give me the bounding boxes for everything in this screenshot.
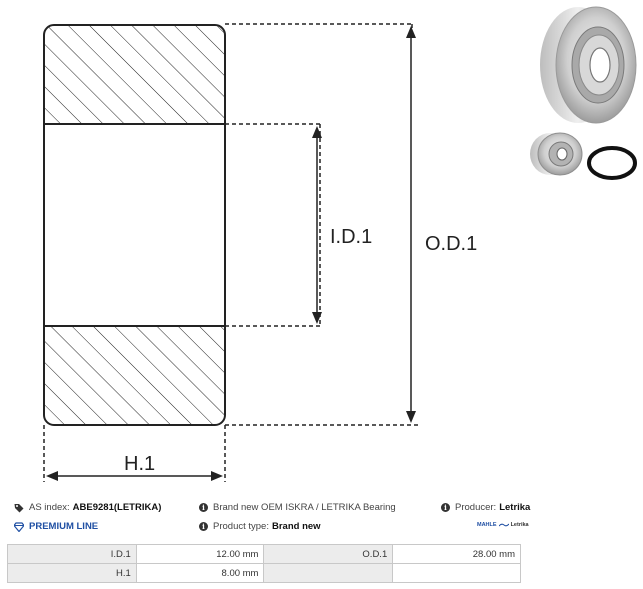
product-type-label: Product type: <box>213 521 269 532</box>
diamond-icon <box>14 521 24 532</box>
spec-label: I.D.1 <box>7 544 137 564</box>
wave-washer-photo <box>587 146 637 180</box>
brand-logos: MAHLE Letrika <box>477 522 529 528</box>
brand-new-text: Brand new OEM ISKRA / LETRIKA Bearing <box>213 502 396 513</box>
bearing-cross-section-diagram: I.D.1 O.D.1 H.1 <box>43 6 637 482</box>
spec-label: H.1 <box>7 563 137 583</box>
od-label: O.D.1 <box>425 233 477 255</box>
spec-value: 8.00 mm <box>135 563 265 583</box>
producer-value: Letrika <box>499 502 531 513</box>
producer-label: Producer: <box>455 502 497 513</box>
table-row: I.D.1 12.00 mm O.D.1 28.00 mm <box>7 544 521 564</box>
premium-line-text: PREMIUM LINE <box>29 521 99 532</box>
table-row: H.1 8.00 mm <box>7 563 521 583</box>
info-icon: i <box>441 503 450 512</box>
as-index-value: ABE9281(LETRIKA) <box>72 502 162 513</box>
spec-table: I.D.1 12.00 mm O.D.1 28.00 mm H.1 8.00 m… <box>7 544 521 583</box>
bearing-outline <box>43 24 226 426</box>
mahle-logo: MAHLE <box>477 522 497 528</box>
spec-label: O.D.1 <box>263 544 394 564</box>
od-dimension-arrow <box>406 26 416 423</box>
id-dimension-arrow <box>312 126 322 324</box>
info-icon: i <box>199 503 208 512</box>
as-index-label: AS index: <box>29 502 70 513</box>
product-type-row: i Product type: Brand new <box>199 521 321 532</box>
info-icon: i <box>199 522 208 531</box>
hatched-top-section <box>44 25 225 124</box>
producer-row: i Producer: Letrika <box>441 502 530 513</box>
logo-wave-icon <box>498 523 509 527</box>
spec-label <box>263 563 394 583</box>
brand-new-row: i Brand new OEM ISKRA / LETRIKA Bearing <box>199 502 396 513</box>
h-dimension-arrow <box>46 471 223 481</box>
tag-icon <box>14 503 24 512</box>
as-index-row: AS index: ABE9281(LETRIKA) <box>14 502 161 513</box>
hatched-bottom-section <box>44 326 225 425</box>
bearing-photo <box>540 6 637 124</box>
spec-value: 28.00 mm <box>392 544 521 564</box>
extension-lines <box>43 23 418 482</box>
spec-value <box>392 563 521 583</box>
spec-value: 12.00 mm <box>135 544 265 564</box>
id-label: I.D.1 <box>330 226 372 248</box>
product-type-value: Brand new <box>271 521 321 532</box>
premium-line-badge: PREMIUM LINE <box>14 521 98 532</box>
h-label: H.1 <box>124 453 155 475</box>
letrika-logo: Letrika <box>510 522 529 528</box>
small-bearing-photo <box>530 132 583 176</box>
